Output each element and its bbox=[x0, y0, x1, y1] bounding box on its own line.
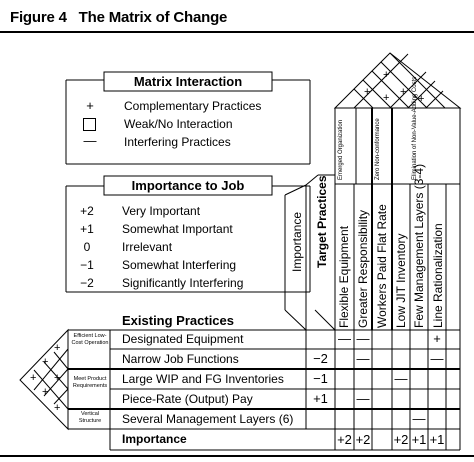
matrix-legend-title: Matrix Interaction bbox=[133, 74, 243, 89]
importance-label-significantly-interfering: Significantly Interfering bbox=[122, 276, 244, 290]
existing-group-1: Efficient Low-Cost Operation bbox=[71, 333, 109, 346]
existing-practices-header: Existing Practices bbox=[122, 313, 234, 328]
existing-practice-3: Large WIP and FG Inventories bbox=[122, 372, 284, 386]
existing-importance-4: +1 bbox=[313, 391, 328, 406]
left-roof-symbol-5: + bbox=[54, 402, 61, 414]
cell-r1-c2: — bbox=[356, 331, 370, 346]
target-practice-2: Greater Responsibility bbox=[356, 209, 370, 328]
existing-group-3: Vertical Structure bbox=[78, 411, 102, 424]
target-practice-3: Workers Paid Flat Rate bbox=[375, 204, 389, 328]
existing-practice-2: Narrow Job Functions bbox=[122, 352, 239, 366]
existing-practice-5: Several Management Layers (6) bbox=[122, 412, 294, 426]
target-importance-2: +2 bbox=[355, 432, 371, 447]
weak-interaction-symbol bbox=[83, 118, 96, 131]
importance-legend: Importance to Job +2 Very Important +1 S… bbox=[62, 174, 312, 294]
importance-symbol-somewhat-interfering: −1 bbox=[80, 258, 94, 272]
left-roof-outline bbox=[19, 328, 69, 431]
importance-symbol-somewhat: +1 bbox=[80, 222, 94, 236]
target-importance-4: +2 bbox=[393, 432, 409, 447]
matrix-legend-frame bbox=[65, 71, 311, 165]
target-importance-6: +1 bbox=[429, 432, 445, 447]
importance-symbol-very: +2 bbox=[80, 204, 94, 218]
weak-interaction-label: Weak/No Interaction bbox=[124, 117, 233, 131]
target-practice-4: Low JIT Inventory bbox=[394, 233, 408, 329]
target-practice-1: Flexible Equipment bbox=[337, 225, 351, 328]
roof-symbol-2: + bbox=[364, 86, 371, 98]
target-group-1: Emerged Organization bbox=[338, 119, 344, 180]
roof-symbol-5: + bbox=[418, 93, 425, 105]
cell-r1-c1: — bbox=[338, 331, 351, 346]
cell-r2-c2: — bbox=[356, 351, 370, 366]
cell-r2-c6: — bbox=[430, 351, 444, 366]
roof-symbol-4: + bbox=[400, 86, 407, 98]
interfering-symbol: — bbox=[83, 133, 97, 148]
title-rule bbox=[0, 31, 474, 33]
figure-heading: The Matrix of Change bbox=[78, 9, 228, 26]
cell-r3-c4: — bbox=[394, 371, 408, 386]
importance-symbol-irrelevant: 0 bbox=[83, 240, 91, 254]
left-roof-symbol-2: + bbox=[42, 356, 49, 368]
complementary-label: Complementary Practices bbox=[124, 99, 262, 113]
importance-label-somewhat-interfering: Somewhat Interfering bbox=[122, 258, 237, 272]
target-group-2: Zero Non-conformance bbox=[375, 118, 381, 180]
importance-column-header: Importance bbox=[290, 211, 304, 272]
matrix-legend: Matrix Interaction + Complementary Pract… bbox=[62, 70, 312, 166]
importance-row-header: Importance bbox=[122, 432, 187, 446]
cell-r1-c6: + bbox=[433, 331, 441, 346]
left-roof-symbol-1: + bbox=[30, 372, 37, 384]
existing-practice-1: Designated Equipment bbox=[122, 332, 244, 346]
roof-symbol-1: + bbox=[383, 69, 390, 81]
target-importance-5: +1 bbox=[411, 432, 427, 447]
target-practices-header: Target Practices bbox=[315, 175, 329, 269]
figure-title: Figure 4 The Matrix of Change bbox=[10, 9, 227, 26]
target-practice-5: Few Management Layers (3-4) bbox=[412, 163, 426, 328]
figure-label: Figure 4 bbox=[10, 9, 67, 26]
importance-legend-title: Importance to Job bbox=[131, 178, 245, 193]
interfering-label: Interfering Practices bbox=[124, 135, 231, 149]
target-practice-6: Line Rationalization bbox=[431, 223, 445, 328]
cell-r4-c3: — bbox=[356, 391, 370, 406]
complementary-symbol: + bbox=[86, 98, 94, 113]
importance-legend-frame bbox=[65, 175, 311, 293]
importance-label-irrelevant: Irrelevant bbox=[122, 240, 173, 254]
cell-r5-c5: — bbox=[412, 411, 426, 426]
importance-symbol-significantly-interfering: −2 bbox=[80, 276, 94, 290]
existing-practice-4: Piece-Rate (Output) Pay bbox=[122, 392, 253, 406]
importance-label-very: Very Important bbox=[122, 204, 201, 218]
left-roof-symbol-4: + bbox=[54, 372, 61, 384]
existing-importance-3: −1 bbox=[313, 371, 328, 386]
existing-importance-2: −2 bbox=[313, 351, 328, 366]
existing-group-2: Meet Product Requirements bbox=[72, 376, 108, 389]
importance-label-somewhat: Somewhat Important bbox=[122, 222, 233, 236]
right-roof-outline bbox=[333, 52, 462, 109]
roof-symbol-3: + bbox=[383, 92, 390, 104]
left-roof-symbol-3: + bbox=[42, 386, 49, 398]
left-roof-symbol-6: + bbox=[54, 342, 61, 354]
target-importance-1: +2 bbox=[337, 432, 352, 447]
